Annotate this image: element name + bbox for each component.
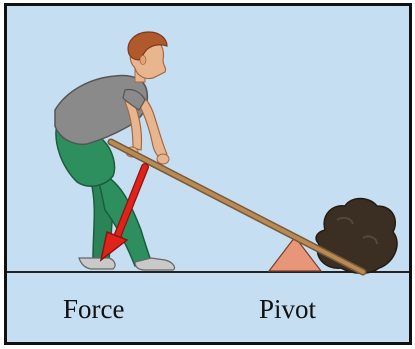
pivot-label: Pivot xyxy=(259,296,316,323)
force-label: Force xyxy=(63,296,124,323)
lever-scene xyxy=(7,6,409,342)
pivot-triangle xyxy=(269,237,321,271)
diagram-frame: Force Pivot xyxy=(4,3,412,345)
rock-load xyxy=(316,199,397,274)
